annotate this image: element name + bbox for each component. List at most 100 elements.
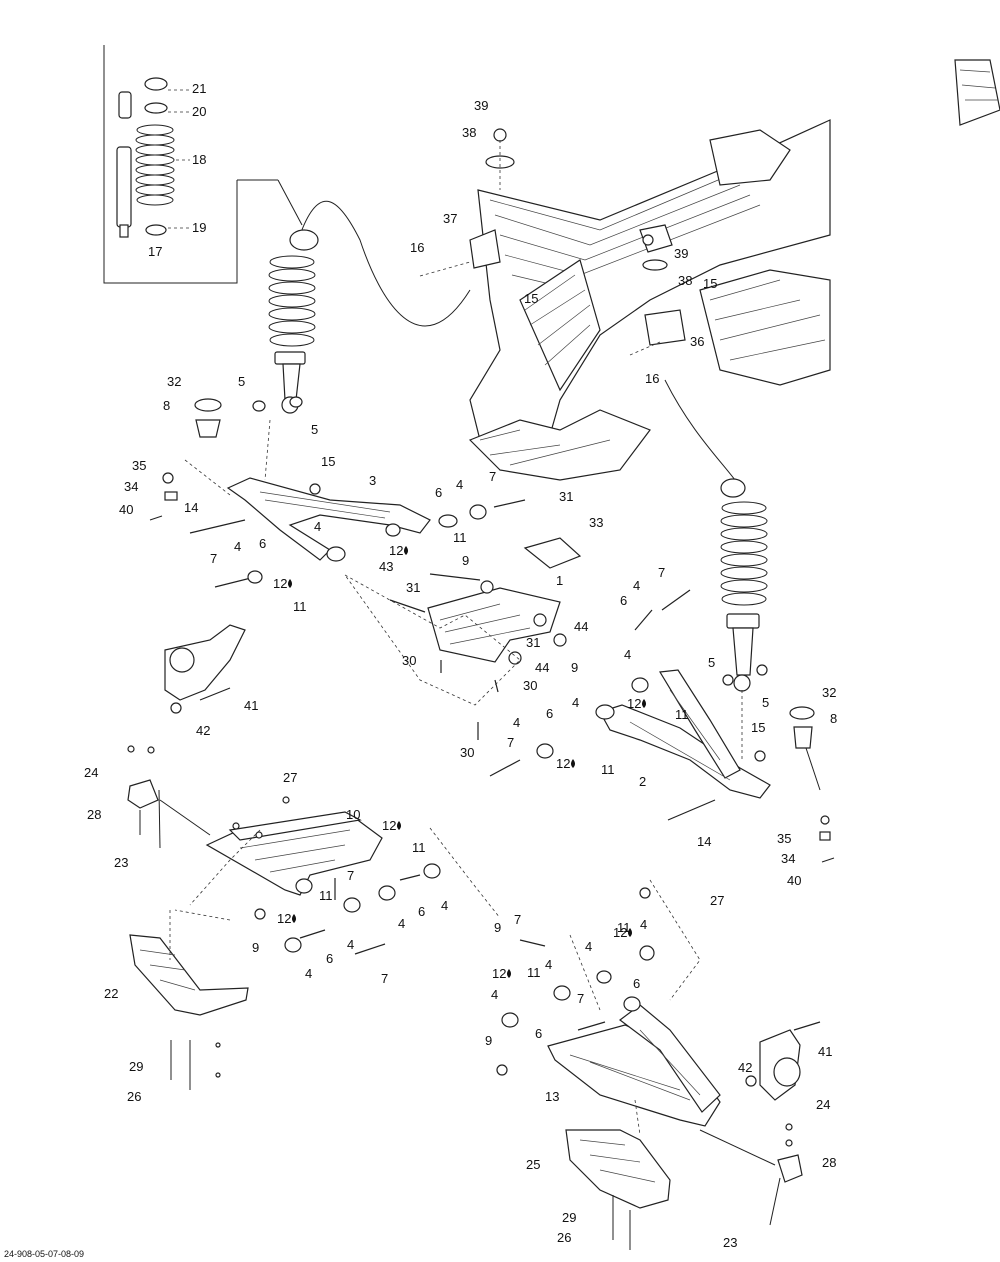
callout-32: 32: [822, 685, 836, 700]
callout-5: 5: [238, 374, 245, 389]
callout-11: 11: [617, 920, 631, 935]
callout-7: 7: [658, 565, 665, 580]
callout-39: 39: [474, 98, 488, 113]
shock-components-inset: [103, 45, 303, 284]
callout-15: 15: [321, 454, 335, 469]
callout-1: 1: [556, 573, 563, 588]
callout-35: 35: [132, 458, 146, 473]
callout-4: 4: [624, 647, 631, 662]
callout-12: 12: [492, 966, 506, 981]
callout-27: 27: [283, 770, 297, 785]
lubricant-drop-icon: [571, 759, 575, 768]
callout-11: 11: [527, 965, 541, 980]
callout-24: 24: [816, 1097, 830, 1112]
callout-11: 11: [412, 840, 426, 855]
callout-4: 4: [441, 898, 448, 913]
callout-6: 6: [435, 485, 442, 500]
lubricant-drop-icon: [404, 546, 408, 555]
callout-14: 14: [184, 500, 198, 515]
callout-29: 29: [562, 1210, 576, 1225]
callout-12: 12: [627, 696, 641, 711]
callout-9: 9: [571, 660, 578, 675]
callout-18: 18: [192, 152, 206, 167]
callout-15: 15: [524, 291, 538, 306]
callout-19: 19: [192, 220, 206, 235]
callout-4: 4: [491, 987, 498, 1002]
callout-35: 35: [777, 831, 791, 846]
callout-28: 28: [87, 807, 101, 822]
callout-12: 12: [389, 543, 403, 558]
lubricant-drop-icon: [628, 928, 632, 937]
callout-17: 17: [148, 244, 162, 259]
callout-23: 23: [723, 1235, 737, 1250]
diagram-code: 24-908-05-07-08-09: [4, 1249, 84, 1259]
callout-25: 25: [526, 1157, 540, 1172]
callout-7: 7: [210, 551, 217, 566]
callout-12: 12: [556, 756, 570, 771]
callout-6: 6: [535, 1026, 542, 1041]
callout-8: 8: [830, 711, 837, 726]
callout-4: 4: [398, 916, 405, 931]
upper-a-arm-left: [189, 477, 526, 588]
callout-9: 9: [462, 553, 469, 568]
callout-4: 4: [640, 917, 647, 932]
callout-38: 38: [462, 125, 476, 140]
callout-4: 4: [314, 519, 321, 534]
callout-27: 27: [710, 893, 724, 908]
callout-42: 42: [738, 1060, 752, 1075]
vehicle-frame: [468, 59, 1000, 481]
lower-a-arm-right: [496, 887, 721, 1127]
lower-ball-joint-right: [699, 1123, 803, 1226]
callout-41: 41: [244, 698, 258, 713]
front-left-shock: [252, 229, 319, 414]
lubricant-drop-icon: [288, 579, 292, 588]
callout-32: 32: [167, 374, 181, 389]
callout-11: 11: [293, 599, 307, 614]
callout-5: 5: [708, 655, 715, 670]
callout-16: 16: [645, 371, 659, 386]
callout-28: 28: [822, 1155, 836, 1170]
callout-38: 38: [678, 273, 692, 288]
upper-a-arm-right: [489, 589, 771, 821]
callout-16: 16: [410, 240, 424, 255]
callout-37: 37: [443, 211, 457, 226]
callout-33: 33: [589, 515, 603, 530]
callout-2: 2: [639, 774, 646, 789]
steering-knuckle-left: [164, 624, 246, 714]
callout-31: 31: [406, 580, 420, 595]
callout-44: 44: [535, 660, 549, 675]
callout-26: 26: [557, 1230, 571, 1245]
callout-9: 9: [252, 940, 259, 955]
ball-joint-right: [789, 706, 835, 863]
callout-11: 11: [453, 530, 467, 545]
skid-plate-left: [129, 910, 249, 1090]
callout-5: 5: [311, 422, 318, 437]
callout-24: 24: [84, 765, 98, 780]
callout-34: 34: [124, 479, 138, 494]
callout-15: 15: [703, 276, 717, 291]
callout-7: 7: [381, 971, 388, 986]
callout-4: 4: [633, 578, 640, 593]
callout-42: 42: [196, 723, 210, 738]
lubricant-drop-icon: [507, 969, 511, 978]
callout-8: 8: [163, 398, 170, 413]
center-bracket: [389, 537, 582, 740]
ball-joint-left: [149, 398, 222, 521]
callout-29: 29: [129, 1059, 143, 1074]
callout-4: 4: [347, 937, 354, 952]
callout-4: 4: [585, 939, 592, 954]
callout-7: 7: [489, 469, 496, 484]
callout-36: 36: [690, 334, 704, 349]
callout-6: 6: [326, 951, 333, 966]
callout-7: 7: [507, 735, 514, 750]
callout-12: 12: [273, 576, 287, 591]
callout-4: 4: [572, 695, 579, 710]
callout-4: 4: [513, 715, 520, 730]
callout-39: 39: [674, 246, 688, 261]
callout-9: 9: [494, 920, 501, 935]
callout-10: 10: [346, 807, 360, 822]
callout-3: 3: [369, 473, 376, 488]
skid-plate-right: [565, 1099, 671, 1250]
callout-30: 30: [523, 678, 537, 693]
callout-12: 12: [277, 911, 291, 926]
